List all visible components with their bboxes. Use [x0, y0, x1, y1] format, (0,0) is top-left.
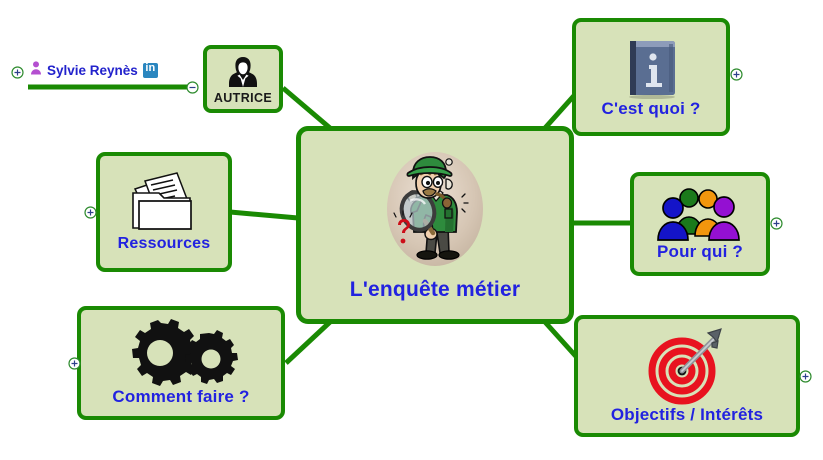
node-central-label: L'enquête métier: [349, 277, 521, 301]
node-cestquoi-label: C'est quoi ?: [601, 99, 701, 118]
toggle-expand-author-left[interactable]: [11, 66, 24, 79]
connector-central-comment: [284, 320, 332, 365]
node-ressources-label: Ressources: [117, 235, 211, 252]
node-pourqui-label: Pour qui ?: [656, 242, 744, 261]
toggle-expand-cestquoi[interactable]: [730, 68, 743, 81]
toggle-expand-comment[interactable]: [68, 357, 81, 370]
documents-folder-icon: [123, 171, 205, 235]
toggle-expand-objectifs[interactable]: [799, 370, 812, 383]
node-pourqui[interactable]: Pour qui ?: [630, 172, 770, 276]
toggle-collapse-author-node[interactable]: [186, 81, 199, 94]
node-cestquoi[interactable]: C'est quoi ?: [572, 18, 730, 136]
node-author[interactable]: AUTRICE: [203, 45, 283, 113]
node-author-label: AUTRICE: [213, 90, 273, 105]
person-icon: [30, 61, 42, 80]
info-book-icon: [622, 35, 680, 99]
author-name[interactable]: Sylvie Reynès: [47, 63, 138, 78]
node-comment[interactable]: Comment faire ?: [77, 306, 285, 420]
linkedin-icon[interactable]: [142, 62, 158, 78]
node-objectifs[interactable]: Objectifs / Intérêts: [574, 315, 800, 437]
gears-icon: [119, 319, 243, 387]
detective-magnifier-icon: [370, 149, 500, 274]
toggle-expand-pourqui[interactable]: [770, 217, 783, 230]
toggle-expand-ressources[interactable]: [84, 206, 97, 219]
node-ressources[interactable]: Ressources: [96, 152, 232, 272]
connector-author-central: [281, 86, 332, 130]
people-group-icon: [654, 186, 746, 242]
female-avatar-icon: [225, 54, 261, 90]
node-comment-label: Comment faire ?: [112, 387, 250, 406]
node-central[interactable]: L'enquête métier: [296, 126, 574, 324]
connector-central-ressources: [229, 209, 299, 221]
node-objectifs-label: Objectifs / Intérêts: [610, 405, 764, 424]
target-arrow-icon: [646, 327, 728, 405]
author-meta[interactable]: Sylvie Reynès: [30, 61, 158, 80]
